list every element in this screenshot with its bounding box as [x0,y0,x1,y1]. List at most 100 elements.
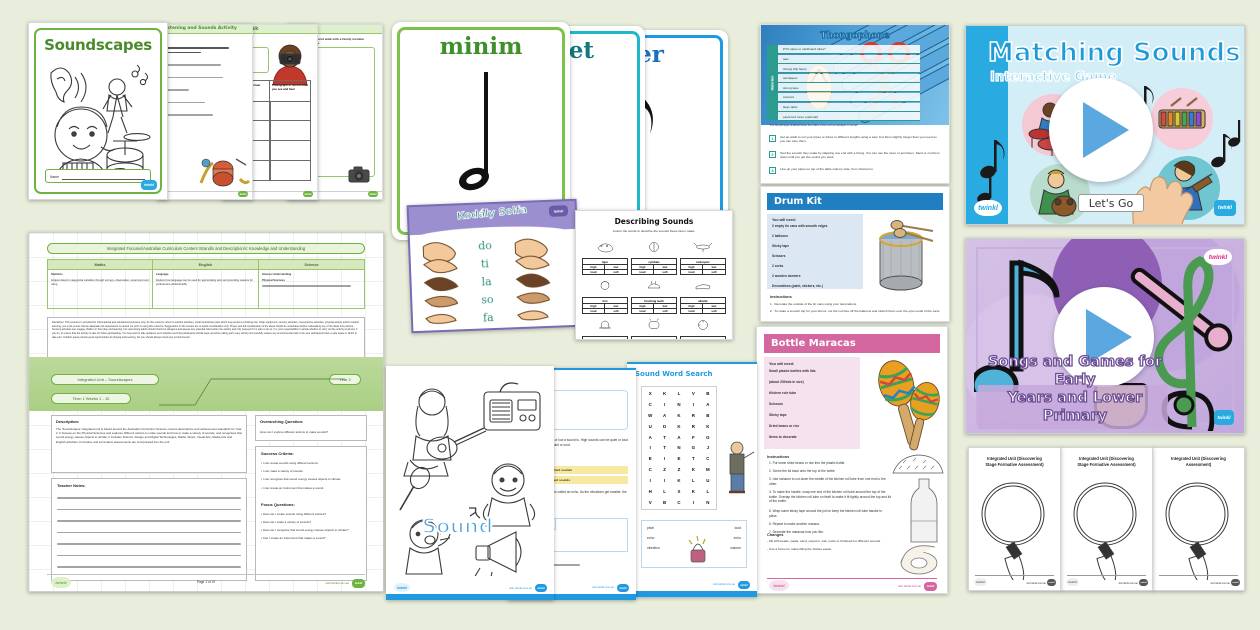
wordsearch-cell[interactable]: I [663,478,666,484]
sound-colouring-poster[interactable]: Sound twinkl visit twinkl.com.au twinkl [386,366,554,600]
wordsearch-cell[interactable]: N [706,500,710,506]
option-soft[interactable]: soft [654,270,677,275]
wordsearch-cell[interactable]: U [648,423,652,429]
wordsearch-cell[interactable]: Z [663,467,666,473]
wordsearch-cell[interactable]: B [706,412,710,418]
wordsearch-cell[interactable]: A [663,412,667,418]
wordsearch-cell[interactable]: K [691,467,695,473]
teacher-notes-box[interactable]: Teacher Notes: [51,478,247,581]
wordsearch-cell[interactable]: K [677,478,681,484]
option-low[interactable]: low [703,304,726,309]
wordsearch-cell[interactable]: I [649,478,651,484]
option-soft[interactable]: soft [605,309,628,314]
wordsearch-cell[interactable]: C [648,401,652,407]
wordsearch-cell[interactable]: A [677,434,681,440]
option-loud[interactable]: loud [631,309,654,314]
wordsearch-cell[interactable]: Z [677,467,681,473]
wordsearch-cell[interactable]: A [648,434,652,440]
wordsearch-cell[interactable]: M [705,467,710,473]
integrated-unit-document[interactable]: Integrated Focuses/Australian Curriculum… [28,232,384,592]
wordsearch-cell[interactable]: L [706,489,710,495]
wordsearch-cell[interactable]: G [706,434,710,440]
option-soft[interactable]: soft [703,270,726,275]
option-loud[interactable]: loud [582,270,605,275]
option-loud[interactable]: loud [631,270,654,275]
describing-sounds-item[interactable]: phone ringinghighlowloudsoft [631,317,677,339]
wordsearch-cell[interactable]: N [677,445,681,451]
wordsearch-cell[interactable]: A [706,401,710,407]
play-icon[interactable] [1049,78,1153,182]
option-low[interactable]: low [654,304,677,309]
wordsearch-cell[interactable]: I [663,401,666,407]
wordsearch-cell[interactable]: I [649,445,651,451]
option-high[interactable]: high [631,304,654,309]
wordsearch-cell[interactable]: T [663,434,666,440]
option-loud[interactable]: loud [680,309,703,314]
wordsearch-cell[interactable]: J [706,445,710,451]
kodaly-solfa-poster[interactable]: Kodály Solfa twinkl do ti la so fa [406,198,582,334]
option-high[interactable]: high [680,265,703,270]
bottle-maracas-instruction-card[interactable]: Bottle Maracas You will need: Small plas… [756,326,948,594]
option-low[interactable]: low [654,265,677,270]
wordsearch-cell[interactable]: K [677,423,681,429]
wordsearch-cell[interactable]: U [706,478,710,484]
wordsearch-cell[interactable]: E [677,456,681,462]
wordsearch-cell[interactable]: K [663,390,667,396]
wordsearch-cell[interactable]: C [706,456,710,462]
option-high[interactable]: high [582,265,605,270]
wordsearch-cell[interactable]: I [663,456,666,462]
wordsearch-cell[interactable]: K [691,489,695,495]
wordsearch-cell[interactable]: E [648,456,652,462]
wordsearch-cell[interactable]: W [648,412,653,418]
songs-and-games-video[interactable]: Songs and Games for Early Years and Lowe… [965,238,1245,434]
matching-sounds-game[interactable]: Matching Sounds Interactive Game Let's G… [965,25,1245,225]
wordsearch-cell[interactable]: F [692,434,695,440]
option-soft[interactable]: soft [703,309,726,314]
wordsearch-cell[interactable]: H [648,489,652,495]
lets-go-button[interactable]: Let's Go [1078,194,1144,212]
option-soft[interactable]: soft [654,309,677,314]
option-low[interactable]: low [605,265,628,270]
wordsearch-cell[interactable]: K [706,423,710,429]
wordsearch-cell[interactable]: T [663,445,666,451]
wordsearch-cell[interactable]: R [691,412,695,418]
wordsearch-cell[interactable]: T [692,456,695,462]
worksheet-listening-activity[interactable]: Listening and Sounds Activity twinkl [157,24,253,200]
wordsearch-cell[interactable]: X [648,390,652,396]
wordsearch-cell[interactable]: X [677,489,681,495]
option-high[interactable]: high [582,304,605,309]
option-loud[interactable]: loud [582,309,605,314]
describing-sounds-worksheet[interactable]: Describing Sounds Colour the words to de… [575,210,733,340]
wordsearch-cell[interactable]: D [663,423,667,429]
option-soft[interactable]: soft [605,270,628,275]
describing-sounds-item[interactable]: bike bellhighlowloudsoft [680,317,726,339]
option-high[interactable]: high [631,265,654,270]
thongophone-instruction-card[interactable]: Thongophone Materials PVC pipes or cardb… [760,24,950,184]
option-high[interactable]: high [680,304,703,309]
wordsearch-cell[interactable]: N [677,401,681,407]
wordsearch-cell[interactable]: K [677,412,681,418]
wordsearch-cell[interactable]: C [677,500,681,506]
wordsearch-cell[interactable]: B [706,390,710,396]
wordsearch-cell[interactable]: V [648,500,652,506]
drum-kit-instruction-card[interactable]: Drum Kit You will need: 2 empty tin cans… [760,186,950,322]
wordsearch-cell[interactable]: C [648,467,652,473]
option-loud[interactable]: loud [680,270,703,275]
wordsearch-cell[interactable]: I [692,500,694,506]
wordsearch-cell[interactable]: I [692,401,694,407]
wordsearch-cell[interactable]: V [691,390,695,396]
wordsearch-cell[interactable]: L [663,489,666,495]
option-low[interactable]: low [703,265,726,270]
name-field[interactable]: Name [45,169,151,183]
soundscapes-cover[interactable]: Soundscapes [28,22,168,200]
play-icon[interactable] [1054,287,1154,387]
